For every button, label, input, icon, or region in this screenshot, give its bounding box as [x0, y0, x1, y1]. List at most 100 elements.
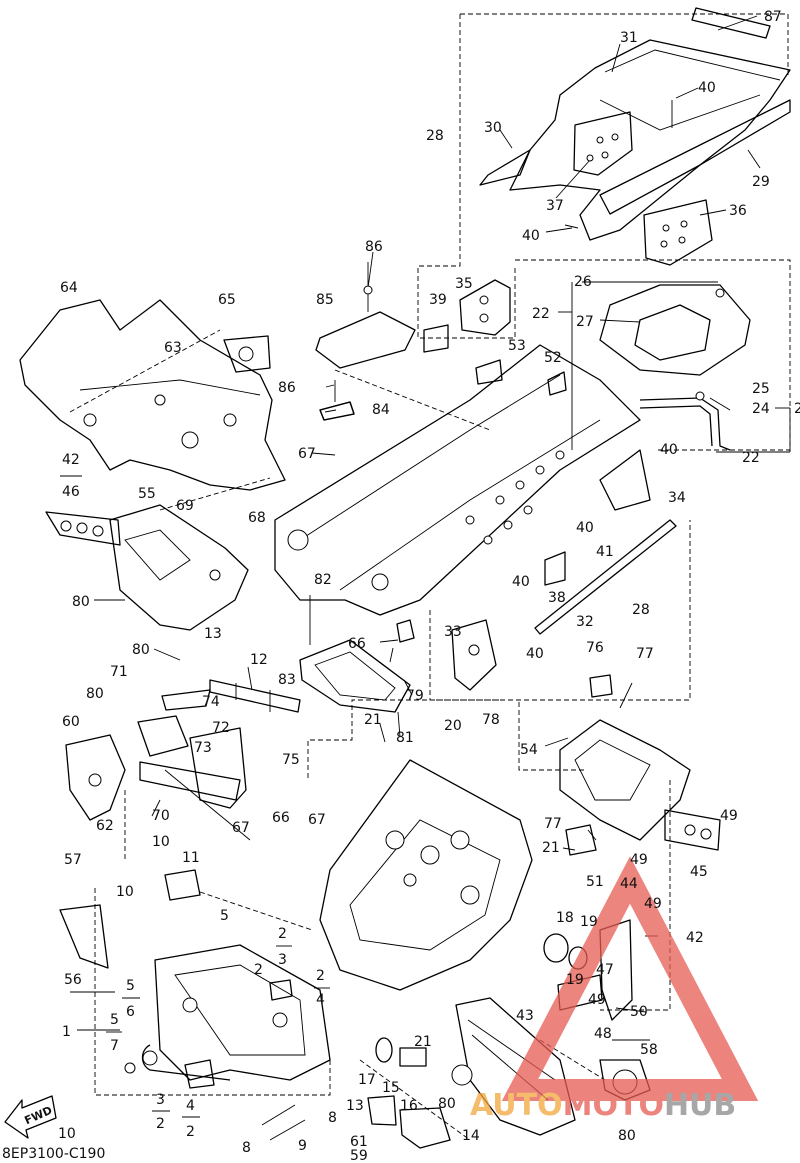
callout-31: 31 — [620, 30, 638, 46]
callout-77: 77 — [636, 646, 654, 662]
callout-82: 82 — [314, 572, 332, 588]
callout-35: 35 — [455, 276, 473, 292]
callout-80: 80 — [132, 642, 150, 658]
callout-5: 5 — [126, 978, 135, 994]
callout-78: 78 — [482, 712, 500, 728]
callout-80: 80 — [72, 594, 90, 610]
callout-80: 80 — [86, 686, 104, 702]
callout-61: 61 — [350, 1134, 368, 1150]
callout-69: 69 — [176, 498, 194, 514]
callout-80: 80 — [438, 1096, 456, 1112]
callout-39: 39 — [429, 292, 447, 308]
callout-75: 75 — [282, 752, 300, 768]
callout-36: 36 — [729, 203, 747, 219]
callout-26: 26 — [574, 274, 592, 290]
callout-49: 49 — [644, 896, 662, 912]
upper-brackets — [315, 262, 511, 421]
tunnel-assembly — [479, 7, 791, 266]
callout-52: 52 — [544, 350, 562, 366]
callout-62: 62 — [96, 818, 114, 834]
callout-60: 60 — [62, 714, 80, 730]
callout-48: 48 — [594, 1026, 612, 1042]
callout-47: 47 — [596, 962, 614, 978]
callout-54: 54 — [520, 742, 538, 758]
callout-2: 2 — [278, 926, 287, 942]
callout-15: 15 — [382, 1080, 400, 1096]
callout-24: 24 — [752, 401, 770, 417]
right-mid-bracket — [559, 674, 691, 841]
callout-66: 66 — [272, 810, 290, 826]
callout-67: 67 — [308, 812, 326, 828]
callout-71: 71 — [110, 664, 128, 680]
callout-2: 2 — [186, 1124, 195, 1140]
callout-40: 40 — [576, 520, 594, 536]
callout-25: 25 — [752, 381, 770, 397]
callout-10: 10 — [116, 884, 134, 900]
callout-5: 5 — [220, 908, 229, 924]
callout-17: 17 — [358, 1072, 376, 1088]
callout-43: 43 — [516, 1008, 534, 1024]
callout-8: 8 — [242, 1140, 251, 1156]
callout-42: 42 — [62, 452, 80, 468]
callout-28: 28 — [426, 128, 444, 144]
callout-86: 86 — [278, 380, 296, 396]
callout-40: 40 — [698, 80, 716, 96]
callout-81: 81 — [396, 730, 414, 746]
callout-85: 85 — [316, 292, 334, 308]
callout-46: 46 — [62, 484, 80, 500]
callout-38: 38 — [548, 590, 566, 606]
callout-16: 16 — [400, 1098, 418, 1114]
callout-68: 68 — [248, 510, 266, 526]
fwd-label: FWD — [23, 1104, 55, 1128]
callout-13: 13 — [204, 626, 222, 642]
callout-49: 49 — [630, 852, 648, 868]
callout-56: 56 — [64, 972, 82, 988]
callout-29: 29 — [752, 174, 770, 190]
callout-34: 34 — [668, 490, 686, 506]
callout-14: 14 — [462, 1128, 480, 1144]
callout-23: 23 — [794, 401, 800, 417]
callout-76: 76 — [586, 640, 604, 656]
callout-40: 40 — [512, 574, 530, 590]
callout-5: 5 — [110, 1012, 119, 1028]
callout-22: 22 — [742, 450, 760, 466]
callout-84: 84 — [372, 402, 390, 418]
callout-87: 87 — [764, 9, 782, 25]
callout-41: 41 — [596, 544, 614, 560]
callout-49: 49 — [588, 992, 606, 1008]
callout-12: 12 — [250, 652, 268, 668]
callout-44: 44 — [620, 876, 638, 892]
callout-3: 3 — [156, 1092, 165, 1108]
callout-49: 49 — [720, 808, 738, 824]
callout-19: 19 — [566, 972, 584, 988]
main-frame — [274, 344, 677, 691]
callout-40: 40 — [526, 646, 544, 662]
callout-80: 80 — [618, 1128, 636, 1144]
callout-13: 13 — [346, 1098, 364, 1114]
callout-40: 40 — [660, 442, 678, 458]
callout-10: 10 — [152, 834, 170, 850]
callout-42: 42 — [686, 930, 704, 946]
callout-9: 9 — [298, 1138, 307, 1154]
callout-27: 27 — [576, 314, 594, 330]
watermark-text: AUTOMOTOHUB — [470, 1088, 736, 1123]
callout-66: 66 — [348, 636, 366, 652]
callout-59: 59 — [350, 1148, 368, 1163]
fwd-arrow: FWD — [4, 1095, 57, 1139]
callout-33: 33 — [444, 624, 462, 640]
callout-74: 74 — [202, 694, 220, 710]
rear-brace-assembly — [599, 284, 751, 451]
callout-21: 21 — [414, 1034, 432, 1050]
callout-7: 7 — [110, 1038, 119, 1054]
front-upper-frame — [19, 299, 286, 631]
callout-21: 21 — [542, 840, 560, 856]
callout-55: 55 — [138, 486, 156, 502]
callout-86: 86 — [365, 239, 383, 255]
callout-28: 28 — [632, 602, 650, 618]
callout-67: 67 — [298, 446, 316, 462]
callout-8: 8 — [328, 1110, 337, 1126]
callout-19: 19 — [580, 914, 598, 930]
callout-73: 73 — [194, 740, 212, 756]
